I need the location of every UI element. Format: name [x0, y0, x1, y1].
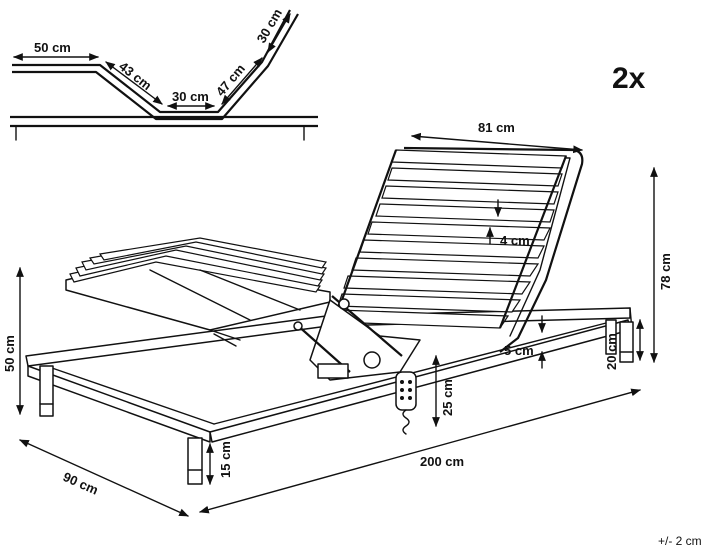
leg-height-label: 15 cm: [218, 441, 233, 478]
leg-section-slats: [65, 237, 331, 347]
motor-linkage: [293, 295, 421, 381]
tolerance-note: +/- 2 cm: [658, 534, 702, 548]
profile-middle-label: 30 cm: [172, 89, 209, 104]
dimension-lines: [16, 132, 658, 517]
frame-height-label: 20 cm: [604, 333, 619, 370]
slat-thickness-label: 5 cm: [504, 343, 534, 358]
profile-leg-drop-label: 43 cm: [116, 59, 154, 94]
left-height-label: 50 cm: [2, 335, 17, 372]
quantity-label: 2x: [612, 62, 646, 95]
total-height-label: 78 cm: [658, 253, 673, 290]
backrest-width-label: 81 cm: [478, 120, 515, 135]
profile-seat-length-label: 50 cm: [34, 40, 71, 55]
length-label: 200 cm: [420, 454, 464, 469]
legs: [39, 319, 634, 485]
profile-schematic: [10, 9, 318, 141]
remote-control: [395, 371, 417, 435]
floor-clearance-label: 25 cm: [440, 379, 455, 416]
backrest-section: [332, 146, 584, 353]
slat-gap-label: 4 cm: [500, 233, 530, 248]
